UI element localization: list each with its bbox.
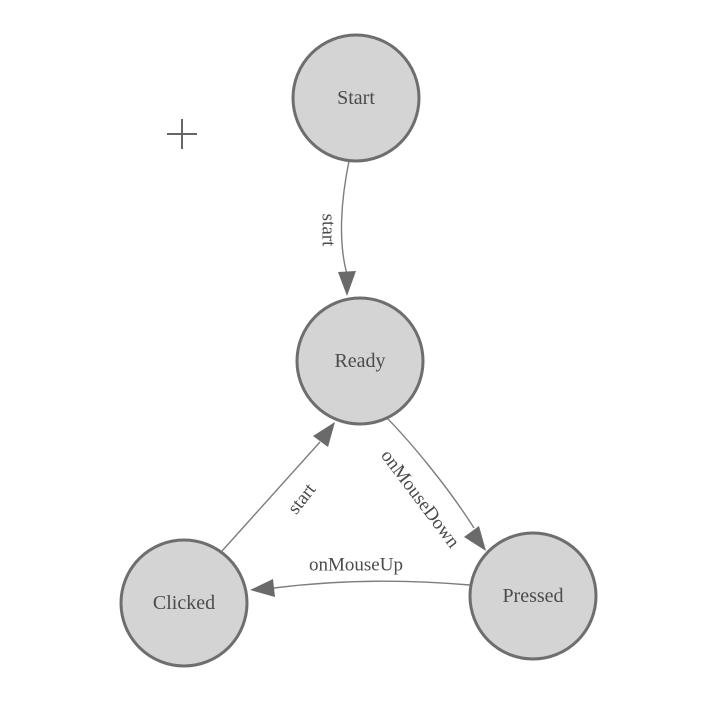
state-label: Pressed xyxy=(502,585,563,607)
state-node-pressed[interactable]: Pressed xyxy=(468,531,598,661)
state-node-start[interactable]: Start xyxy=(291,33,421,163)
transition-ready-to-pressed[interactable]: onMouseDown xyxy=(376,408,486,553)
arrowhead xyxy=(313,422,335,447)
arrowhead xyxy=(338,271,356,296)
transition-edge[interactable] xyxy=(273,580,471,589)
state-node-clicked[interactable]: Clicked xyxy=(119,538,249,668)
state-label: Start xyxy=(337,87,375,109)
state-node-ready[interactable]: Ready xyxy=(295,296,425,426)
plus-icon xyxy=(167,119,197,149)
state-label: Clicked xyxy=(153,592,215,614)
state-circle[interactable] xyxy=(468,531,598,661)
state-label: Ready xyxy=(334,350,385,372)
arrowhead xyxy=(250,579,275,597)
transition-label: start xyxy=(284,479,321,518)
state-circle[interactable] xyxy=(295,296,425,426)
arrowhead xyxy=(464,526,486,551)
transition-label: start xyxy=(318,214,339,247)
transition-edge[interactable] xyxy=(377,408,475,529)
transition-start-to-ready[interactable]: start xyxy=(318,160,357,296)
transition-pressed-to-clicked[interactable]: onMouseUp xyxy=(250,555,471,598)
state-circle[interactable] xyxy=(119,538,249,668)
transition-edge[interactable] xyxy=(221,441,321,552)
transition-clicked-to-ready[interactable]: start xyxy=(221,422,335,552)
state-circle[interactable] xyxy=(291,33,421,163)
transition-edge[interactable] xyxy=(340,160,350,275)
transition-label: onMouseUp xyxy=(309,555,403,576)
transition-label: onMouseDown xyxy=(376,446,464,553)
